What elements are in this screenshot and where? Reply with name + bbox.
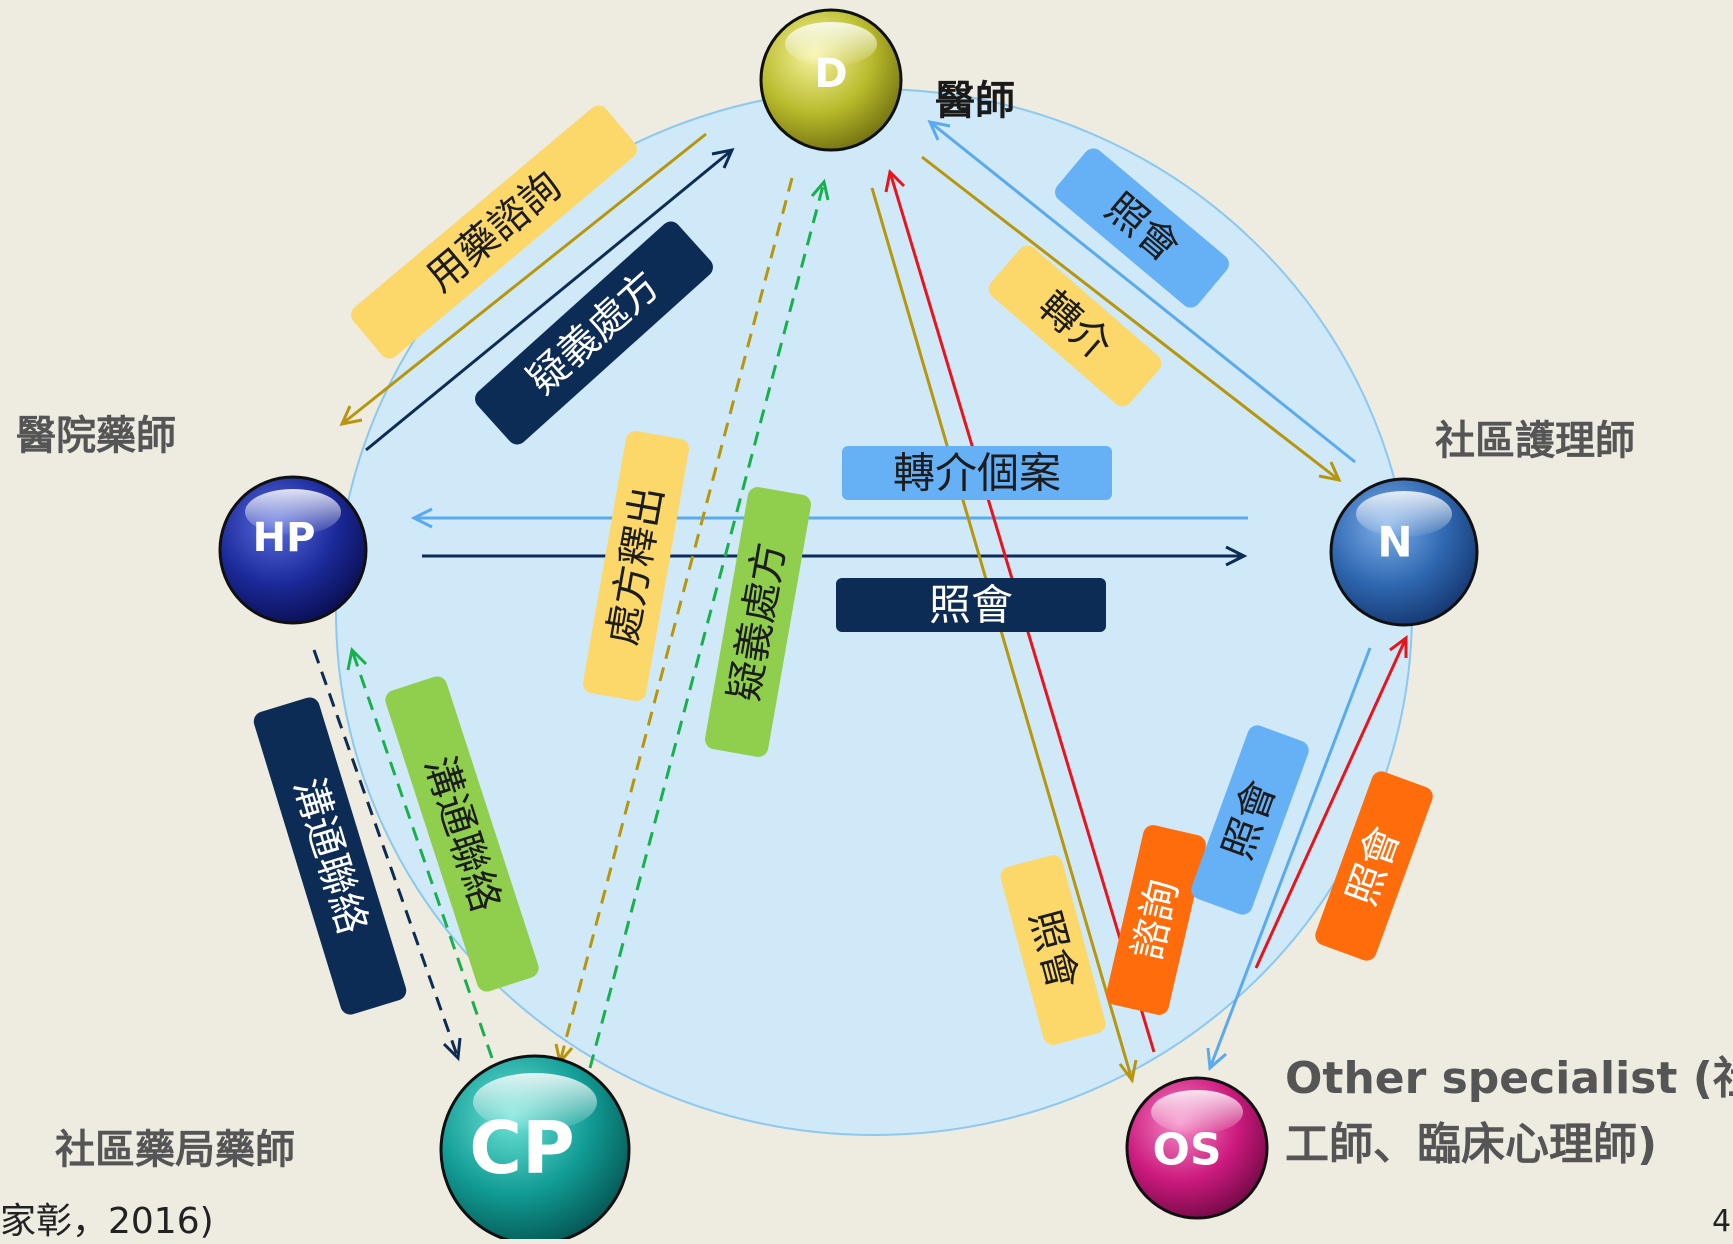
os-n-consult-arrow <box>1254 635 1408 969</box>
label-hospital-pharmacist: 醫院藥師 <box>16 413 176 459</box>
label-community-nurse: 社區護理師 <box>1435 418 1635 464</box>
hp-n-consult-arrow <box>422 545 1248 567</box>
n-hp-referral-arrow <box>410 507 1248 529</box>
node-n: N <box>1329 477 1479 627</box>
hp-cp-comm-arrow <box>312 649 462 1062</box>
n-d-consult-arrow <box>927 119 1356 464</box>
d-hp-consult-arrow <box>339 132 707 427</box>
node-d: D <box>759 8 903 152</box>
svg-text:CP: CP <box>469 1106 575 1190</box>
citation: 家彰，2016) <box>0 1201 214 1242</box>
svg-text:照會: 照會 <box>929 581 1013 630</box>
edge-label-os-d-inquiry: 諮詢 <box>1106 825 1206 1015</box>
svg-text:轉介個案: 轉介個案 <box>893 449 1061 498</box>
label-doctor: 醫師 <box>935 78 1015 124</box>
d-n-referral-arrow <box>921 155 1342 483</box>
edge-label-d-os-consult: 照會 <box>1000 855 1106 1045</box>
label-community-pharmacist: 社區藥局藥師 <box>55 1127 295 1173</box>
svg-text:D: D <box>814 51 847 97</box>
hp-d-doubt-arrow <box>365 147 735 452</box>
node-hp: HP <box>218 475 368 625</box>
cp-d-doubt-arrow <box>588 178 830 1069</box>
node-cp: CP <box>439 1054 631 1239</box>
edge-label-hp-n-consult: 照會 <box>836 578 1106 632</box>
svg-text:HP: HP <box>253 515 316 561</box>
label-other-specialist-line2: 工師、臨床心理師) <box>1285 1119 1658 1170</box>
svg-text:OS: OS <box>1152 1125 1221 1176</box>
label-other-specialist-line1: Other specialist (社 <box>1285 1053 1733 1104</box>
cp-hp-comm-arrow <box>346 646 494 1059</box>
edge-label-n-hp-referral: 轉介個案 <box>842 446 1112 500</box>
svg-text:N: N <box>1377 518 1412 567</box>
n-os-consult-arrow <box>1206 647 1372 1072</box>
page-number: 4 <box>1712 1204 1732 1239</box>
d-os-consult-arrow <box>870 187 1138 1084</box>
node-os: OS <box>1125 1076 1269 1220</box>
